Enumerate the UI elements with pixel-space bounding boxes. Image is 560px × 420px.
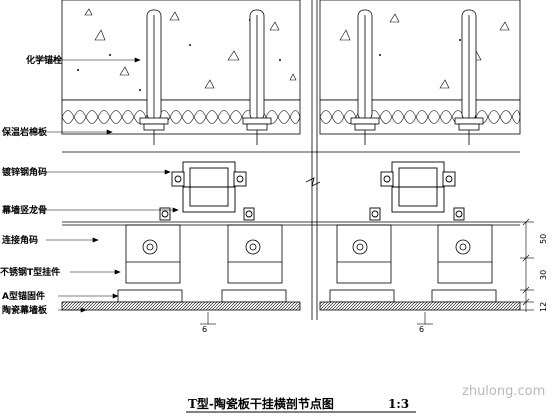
drawing-scale: 1:3 (388, 397, 409, 411)
insulation-board (319, 99, 521, 135)
anchor-bolt (242, 9, 272, 145)
label-insulation: 保温岩棉板 (1, 126, 48, 138)
section-mark-left: 6 (202, 325, 207, 334)
section-mark-right: 6 (419, 325, 424, 334)
label-galv-angle: 镀锌钢角码 (2, 166, 47, 178)
ceramic-panel (61, 301, 301, 311)
anchor-bolt (454, 9, 484, 145)
concrete-wall (319, 0, 521, 101)
right-bay (319, 0, 521, 311)
dimension-chain (520, 218, 534, 312)
insulation-wave (319, 110, 521, 124)
drawing-title: T型-陶瓷板干挂横剖节点图 (188, 396, 334, 411)
label-ceramic-panel: 陶瓷幕墙板 (2, 304, 48, 316)
break-line (305, 0, 321, 320)
label-mullion: 幕墙竖龙骨 (1, 204, 47, 216)
mullion-assembly (369, 161, 465, 221)
label-a-clip: A型锚固件 (2, 290, 45, 302)
dim-30: 30 (539, 270, 548, 280)
anchor-bolt (139, 9, 169, 145)
a-type-clip (329, 289, 395, 303)
label-connector: 连接角码 (2, 234, 38, 246)
label-chem-anchor: 化学锚栓 (26, 54, 62, 66)
left-bay (61, 0, 301, 311)
a-type-clip (117, 289, 183, 303)
leader-lines (36, 57, 179, 313)
watermark: zhulong.com (462, 384, 545, 399)
connector-bracket (125, 224, 283, 284)
mullion-assembly (159, 161, 255, 221)
anchor-bolt (350, 9, 380, 145)
label-t-hanger: 不锈钢T型挂件 (0, 266, 60, 278)
dim-50: 50 (539, 234, 548, 244)
section-marker (200, 312, 433, 325)
dim-12: 12 (539, 302, 548, 312)
a-type-clip (431, 289, 497, 303)
concrete-hatch (76, 8, 297, 92)
ceramic-panel (319, 301, 521, 311)
connector-bracket (336, 224, 493, 284)
a-type-clip (221, 289, 287, 303)
system-lines (62, 151, 520, 226)
